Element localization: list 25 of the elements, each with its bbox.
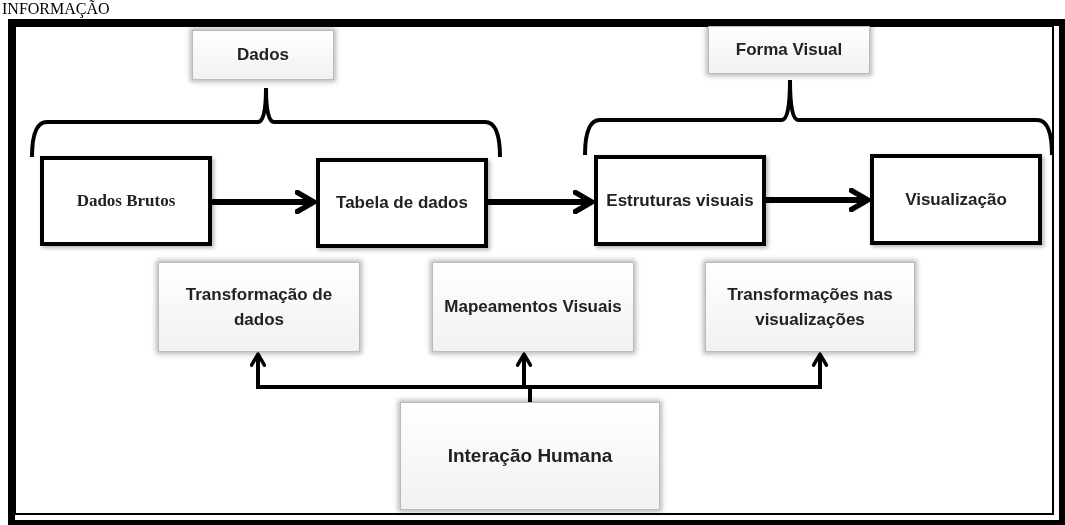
box-text: Dados Brutos: [76, 190, 176, 213]
box-text: Interação Humana: [447, 443, 613, 468]
label-box: [400, 402, 660, 510]
heading-text: INFORMAÇÃO: [2, 0, 110, 18]
label-box: [705, 262, 915, 352]
arrow: [212, 189, 317, 215]
label-box: [432, 262, 634, 352]
label-box: [192, 30, 334, 80]
arrow: [488, 189, 595, 215]
arrow: [528, 352, 829, 402]
box-text: Transformação de dados: [184, 283, 334, 331]
label-box: [708, 26, 870, 74]
box-text: Estruturas visuais: [606, 189, 754, 212]
process-box: [316, 158, 488, 248]
box-text: Dados: [237, 44, 289, 67]
process-box: [594, 155, 766, 246]
box-text: Forma Visual: [735, 39, 843, 62]
process-box: [40, 156, 212, 246]
process-box: [870, 154, 1042, 245]
arrow: [766, 187, 871, 213]
box-text: Mapeamentos Visuais: [444, 296, 622, 319]
label-box: [158, 262, 360, 352]
box-text: Tabela de dados: [336, 192, 468, 215]
box-text: Transformações nas visualizações: [726, 283, 894, 331]
box-text: Visualização: [905, 188, 1007, 211]
